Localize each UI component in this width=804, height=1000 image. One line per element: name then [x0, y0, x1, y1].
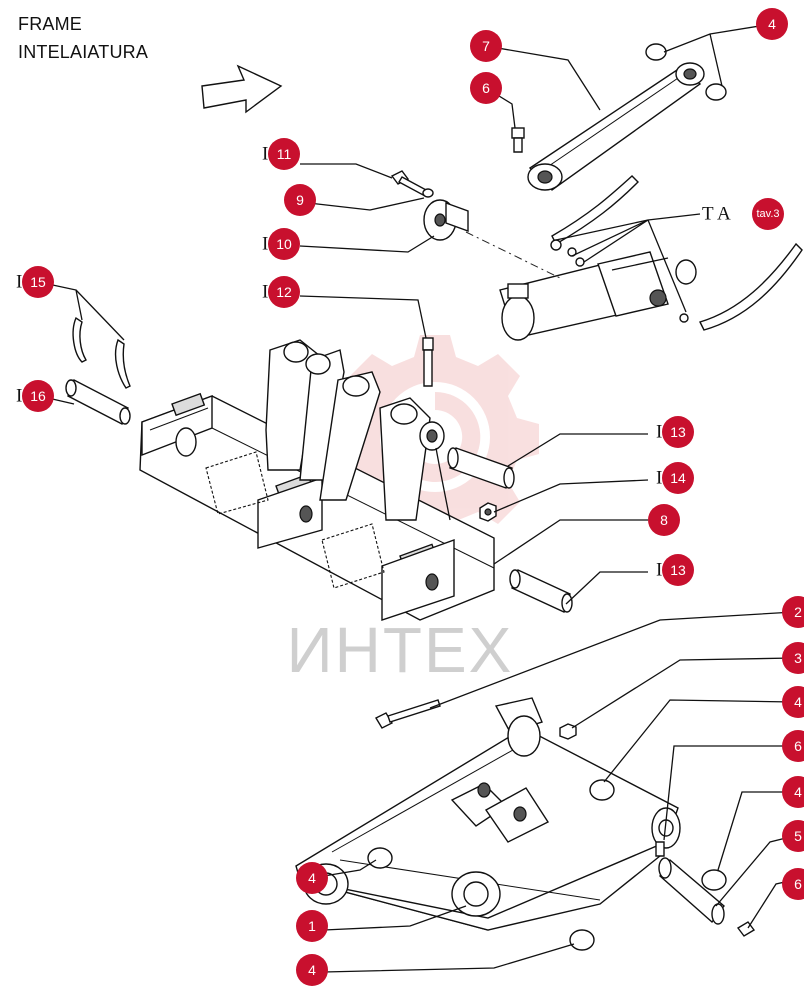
- callout-4: 4: [782, 776, 804, 808]
- svg-text:15: 15: [30, 274, 46, 290]
- callout-4: 4: [782, 686, 804, 718]
- callout-14: I 14: [656, 462, 694, 494]
- link-rod: [527, 62, 705, 191]
- callout-tav3: tav.3: [752, 198, 784, 230]
- callout-13: I 13: [656, 416, 694, 448]
- bushing: [367, 779, 727, 951]
- svg-text:6: 6: [794, 876, 802, 892]
- hose: [550, 175, 803, 331]
- track-frame: [139, 339, 495, 621]
- svg-text:I: I: [262, 282, 268, 303]
- callout-6: 6: [782, 730, 804, 762]
- nut: [479, 502, 497, 522]
- svg-text:tav.3: tav.3: [756, 208, 779, 220]
- svg-text:I: I: [262, 144, 268, 165]
- vertical-bolt: [422, 337, 434, 387]
- callout-13: I 13: [656, 554, 694, 586]
- pin-holder: [423, 199, 469, 241]
- long-bolt: [375, 699, 441, 729]
- svg-text:I: I: [656, 468, 662, 489]
- swing-arm: [295, 697, 681, 931]
- grease-nipple: [511, 127, 525, 153]
- svg-text:2: 2: [794, 604, 802, 620]
- callout-4: 4: [296, 954, 328, 986]
- svg-text:4: 4: [308, 870, 316, 886]
- svg-text:10: 10: [276, 236, 292, 252]
- svg-text:4: 4: [794, 694, 802, 710]
- frame-pin: [447, 447, 515, 489]
- svg-text:7: 7: [482, 38, 490, 54]
- callout-11: I 11: [262, 138, 300, 170]
- callout-4: 4: [756, 8, 788, 40]
- svg-text:12: 12: [276, 284, 292, 300]
- title-english: FRAME: [18, 14, 82, 34]
- bushing: [645, 43, 727, 101]
- callout-6: 6: [782, 868, 804, 900]
- svg-text:13: 13: [670, 424, 686, 440]
- svg-text:I: I: [262, 234, 268, 255]
- svg-text:I: I: [656, 560, 662, 581]
- svg-text:I: I: [656, 422, 662, 443]
- reference-note: T A: [702, 204, 731, 225]
- svg-text:6: 6: [794, 738, 802, 754]
- svg-text:1: 1: [308, 918, 316, 934]
- callout-9: 9: [284, 184, 316, 216]
- callout-4: 4: [296, 862, 328, 894]
- callout-10: I 10: [262, 228, 300, 260]
- svg-text:6: 6: [482, 80, 490, 96]
- frame-pin: [509, 569, 573, 613]
- svg-text:4: 4: [794, 784, 802, 800]
- callout-3: 3: [782, 642, 804, 674]
- cotter-pin: [72, 316, 131, 389]
- svg-text:5: 5: [794, 828, 802, 844]
- callout-15: I 15: [16, 266, 54, 298]
- svg-text:11: 11: [277, 146, 292, 162]
- hydraulic-cylinder: [499, 251, 697, 341]
- callout-5: 5: [782, 820, 804, 852]
- svg-text:I: I: [16, 386, 22, 407]
- watermark-text: ИНТЕХ: [287, 614, 514, 686]
- callout-2: 2: [782, 596, 804, 628]
- callout-16: I 16: [16, 380, 54, 412]
- svg-text:3: 3: [794, 650, 802, 666]
- callout-12: I 12: [262, 276, 300, 308]
- lower-pin: [658, 857, 725, 925]
- svg-text:13: 13: [670, 562, 686, 578]
- callout-6: 6: [470, 72, 502, 104]
- svg-text:I: I: [16, 272, 22, 293]
- callout-8: 8: [648, 504, 680, 536]
- pivot-pin: [65, 379, 131, 425]
- direction-arrow-icon: [201, 64, 283, 114]
- svg-text:8: 8: [660, 512, 668, 528]
- washer: [422, 188, 434, 198]
- svg-text:14: 14: [670, 470, 686, 486]
- callout-7: 7: [470, 30, 502, 62]
- callout-1: 1: [296, 910, 328, 942]
- title-italian: INTELAIATURA: [18, 42, 149, 62]
- svg-text:4: 4: [768, 16, 776, 32]
- svg-text:9: 9: [296, 192, 304, 208]
- svg-text:4: 4: [308, 962, 316, 978]
- svg-text:16: 16: [30, 388, 46, 404]
